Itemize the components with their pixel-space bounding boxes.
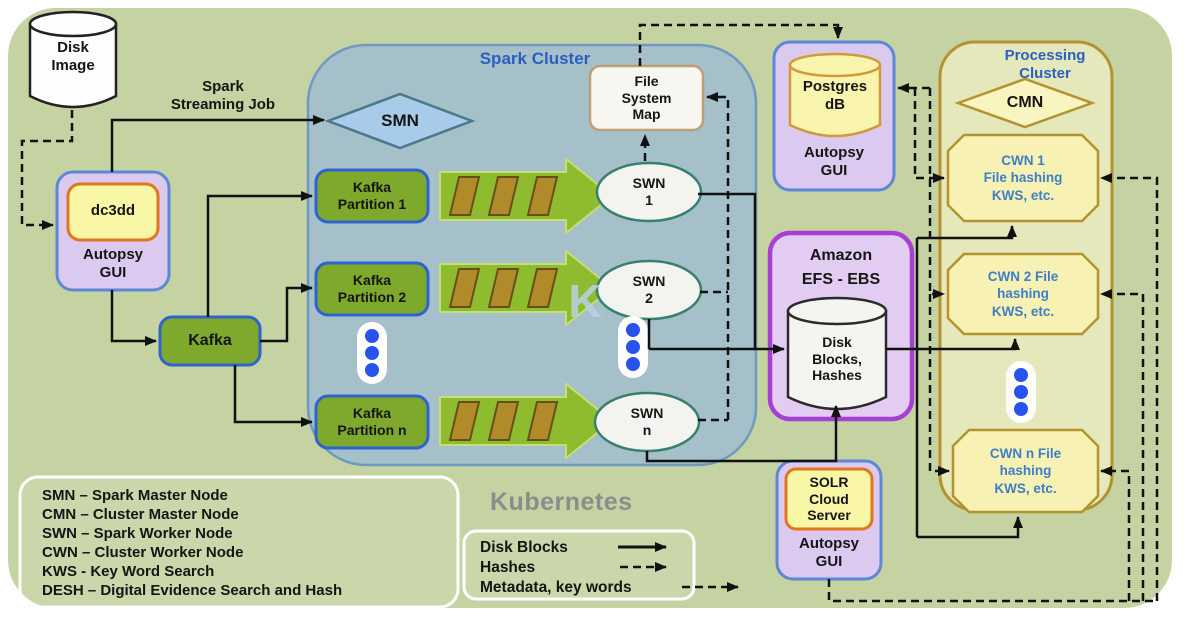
disk-blocks-cylinder — [786, 296, 888, 411]
flow-dc3dd-to-smn — [110, 115, 325, 172]
flow-kafka-to-partition2 — [260, 283, 313, 343]
meta-solr-to-cwnn — [1100, 466, 1131, 601]
hash-postgres-to-cwn2 — [928, 88, 945, 299]
flow-kafka-to-partitionn — [233, 365, 313, 427]
kafka-partition-2-box — [314, 261, 430, 317]
flow-swnn-to-diskblocks — [645, 405, 841, 463]
data-block-icon — [487, 401, 520, 441]
stream-arrow-2 — [439, 248, 614, 328]
stream-arrow-1 — [439, 156, 614, 236]
data-block-icon — [448, 401, 481, 441]
swn-1-ellipse — [595, 161, 703, 223]
swn-n-ellipse — [593, 391, 701, 453]
disk-image-cylinder — [28, 10, 118, 109]
meta-solr-to-cwn2 — [1100, 289, 1145, 601]
meta-solr-bottom-trunk — [827, 579, 1157, 603]
flow-swn1-down — [698, 192, 757, 349]
data-block-icon — [487, 176, 520, 216]
cwn-2-box — [946, 252, 1100, 336]
swn-2-ellipse — [595, 259, 703, 321]
data-block-icon — [448, 268, 481, 308]
hash-fsm-to-postgres — [638, 23, 843, 66]
data-block-icon — [526, 268, 559, 308]
data-block-icon — [487, 268, 520, 308]
hash-diskimage-to-dc3dd — [20, 110, 74, 230]
cwn-n-box — [951, 428, 1100, 514]
smn-diamond — [324, 92, 476, 150]
flow-diskblocks-to-cwn1 — [917, 225, 1017, 240]
kafka-partition-1-box — [314, 168, 430, 224]
data-block-icon — [526, 401, 559, 441]
dc3dd-box — [66, 182, 160, 242]
postgres-cylinder — [788, 52, 882, 138]
kafka-partition-n-box — [314, 394, 430, 450]
cmn-diamond — [954, 77, 1096, 129]
data-block-icon — [448, 176, 481, 216]
meta-solr-to-cwn1 — [1100, 173, 1159, 601]
hash-swn-trunk-to-fsm — [706, 92, 730, 420]
stream-arrow-n — [439, 381, 614, 461]
flow-diskblocks-to-cwnn — [917, 516, 1023, 539]
data-block-icon — [526, 176, 559, 216]
ellipsis-dots-swn — [618, 316, 648, 378]
ellipsis-dots-cwn — [1006, 361, 1036, 423]
file-system-map-box — [588, 64, 705, 132]
flow-gui-to-kafka — [110, 290, 157, 346]
hash-postgres-to-cwn1 — [913, 88, 945, 183]
cwn-1-box — [946, 133, 1100, 223]
flow-kafka-to-partition1 — [206, 191, 313, 317]
solr-box — [784, 467, 874, 531]
ellipsis-dots-partitions — [357, 322, 387, 384]
arrow-legend-box — [462, 529, 696, 601]
abbreviation-legend-box — [18, 475, 460, 609]
hash-postgres-to-cwnn — [928, 294, 950, 476]
kafka-box — [158, 315, 262, 367]
